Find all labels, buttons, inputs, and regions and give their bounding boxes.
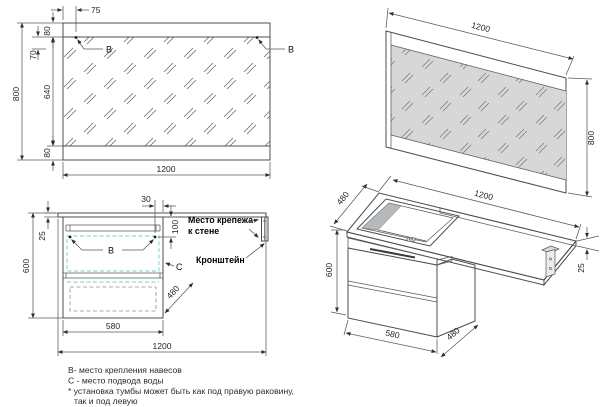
- bracket-label: Кронштейн: [196, 255, 245, 265]
- sink-drain: [406, 236, 416, 243]
- dimension-iso-width-580: 580: [343, 319, 438, 354]
- dimension-iso-counter-width-1200: 1200: [378, 175, 582, 240]
- legend-note-line2: так и под левую: [74, 396, 138, 406]
- handle-slot: [369, 248, 416, 259]
- dimension-cabinet-depth-480: 480: [164, 282, 194, 314]
- mirror-glass-hatch: [63, 37, 270, 146]
- dimension-top-strip-80: 80: [42, 12, 55, 48]
- mirror-iso-hatch: [391, 45, 566, 180]
- mirror-iso-bottom-strip: [390, 134, 567, 181]
- under-counter-band: [347, 237, 438, 266]
- svg-text:1200: 1200: [157, 164, 176, 174]
- cabinet-side-face: [436, 258, 476, 338]
- dimension-cabinet-width-580: 580: [62, 320, 164, 336]
- dimension-mount-inset-30: 30: [141, 194, 176, 233]
- mount-label-right: В: [288, 45, 294, 55]
- svg-text:600: 600: [21, 259, 31, 273]
- cabinet-mount-right: [153, 235, 157, 239]
- dimension-iso-height-800: 800: [567, 77, 596, 198]
- dimension-width-1200: 1200: [62, 162, 271, 179]
- svg-text:1200: 1200: [470, 20, 491, 34]
- cabinet-box: [62, 216, 164, 319]
- svg-text:580: 580: [106, 321, 120, 331]
- svg-text:1200: 1200: [153, 341, 172, 351]
- cabinet-mount-left: [68, 235, 72, 239]
- mount-point-left: [74, 36, 78, 39]
- handle-groove: [65, 224, 161, 232]
- mirror-perspective-view: 1200 800: [385, 7, 596, 198]
- cabinet-side-top-band: [436, 256, 453, 266]
- cabinet-front-view: В С 30 25 100: [21, 194, 269, 356]
- drawer-gap-bottom: [347, 284, 438, 303]
- dimension-iso-width-1200: 1200: [385, 7, 575, 76]
- legend: В- место крепления навесов С - место под…: [68, 365, 294, 406]
- cabinet-mount-leader-right: [122, 239, 154, 251]
- wall-bracket-front: [261, 216, 269, 242]
- svg-text:75: 75: [91, 5, 101, 15]
- mirror-front-view: В В 75 800 80 70: [11, 5, 294, 179]
- dimension-glass-640: 640: [42, 36, 55, 147]
- cabinet-front-face: [347, 247, 438, 338]
- counter-top-face: [346, 192, 577, 281]
- dimension-counter-width-1200: 1200: [57, 217, 267, 356]
- svg-text:70: 70: [28, 50, 38, 60]
- cabinet-mount-label: В: [108, 246, 114, 256]
- legend-line-c: С - место подвода воды: [68, 376, 164, 386]
- svg-text:580: 580: [385, 328, 401, 341]
- counter-front-edge: [346, 231, 545, 286]
- legend-note-line1: * установка тумбы может быть как под пра…: [68, 386, 294, 396]
- dimension-iso-counter-thickness-25: 25: [576, 227, 600, 273]
- dimension-hole-drop-70: 70: [28, 26, 63, 60]
- mount-point-right: [255, 36, 259, 39]
- drawer-gap: [63, 272, 163, 279]
- svg-text:480: 480: [334, 189, 351, 207]
- svg-text:600: 600: [324, 263, 334, 277]
- svg-text:30: 30: [141, 194, 151, 204]
- counter-back-band: [439, 207, 577, 247]
- counter-right-edge: [543, 239, 577, 287]
- water-point-leader: [165, 262, 175, 267]
- dimension-height-800: 800: [11, 22, 63, 161]
- dimension-hole-inset-75: 75: [51, 5, 101, 32]
- wall-bracket-iso: [541, 245, 560, 278]
- mount-leader-left: [77, 39, 103, 50]
- cabinet-mount-leader-left: [71, 239, 103, 251]
- svg-text:80: 80: [42, 148, 52, 158]
- vanity-perspective-view: 480 1200 600 580 480: [324, 175, 600, 358]
- dimension-counter-thickness-25: 25: [37, 201, 58, 241]
- upper-drawer-hidden: [66, 235, 160, 272]
- svg-text:800: 800: [586, 131, 596, 145]
- svg-text:100: 100: [170, 220, 180, 234]
- svg-text:80: 80: [42, 26, 52, 36]
- svg-text:25: 25: [576, 263, 586, 273]
- drawer-gap-top: [347, 280, 438, 299]
- dimension-iso-height-600: 600: [324, 229, 347, 316]
- svg-text:25: 25: [37, 231, 47, 241]
- legend-line-b: В- место крепления навесов: [68, 365, 182, 375]
- bracket-callout: Кронштейн: [196, 243, 265, 265]
- dimension-bottom-strip-80: 80: [42, 135, 63, 171]
- dimension-iso-depth-bottom-480: 480: [440, 324, 479, 358]
- wall-mount-label-line1: Место крепежа: [188, 215, 253, 225]
- svg-text:640: 640: [42, 85, 52, 99]
- wall-mount-callout: Место крепежа к стене: [188, 215, 259, 238]
- sink-basin: [356, 198, 460, 247]
- mount-leader-right: [258, 39, 285, 50]
- dimension-cabinet-height-600: 600: [21, 212, 63, 319]
- mount-label-left: В: [106, 45, 112, 55]
- svg-text:800: 800: [11, 87, 21, 101]
- svg-text:1200: 1200: [473, 188, 494, 202]
- lower-drawer-hidden: [69, 286, 157, 312]
- wall-mount-label-line2: к стене: [188, 226, 219, 236]
- dimension-mount-drop-100: 100: [158, 205, 180, 249]
- water-point-label: С: [176, 262, 183, 272]
